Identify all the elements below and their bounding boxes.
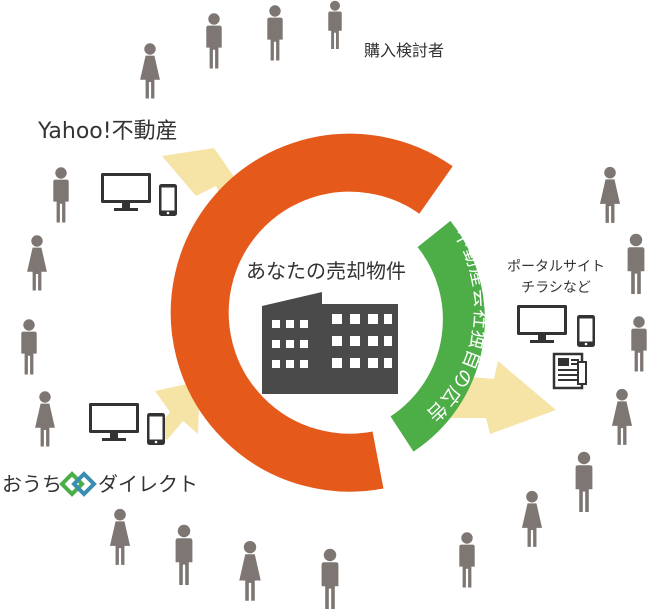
- person-male-icon: [321, 548, 339, 609]
- direct-label: ダイレクト: [98, 472, 198, 496]
- person-male-icon: [175, 524, 193, 585]
- person-female-icon: [109, 508, 131, 565]
- person-female-icon: [140, 43, 160, 99]
- person-female-icon: [35, 391, 55, 447]
- person-male-icon: [21, 319, 37, 375]
- center-title: あなたの売却物件: [246, 259, 406, 283]
- monitor-icon: [89, 403, 139, 441]
- person-female-icon: [521, 490, 543, 547]
- person-female-icon: [611, 388, 633, 445]
- person-male-icon: [631, 316, 647, 372]
- flyers-label: チラシなど: [521, 280, 591, 296]
- person-female-icon: [239, 540, 261, 601]
- ouchi-label: おうち: [2, 472, 62, 496]
- newspaper-icon: [552, 352, 587, 390]
- smartphone-icon: [147, 413, 165, 445]
- arrow-to-ouchi: [155, 381, 200, 440]
- prospective-buyers-label: 購入検討者: [364, 41, 444, 60]
- person-male-icon: [328, 0, 342, 50]
- monitor-icon: [101, 173, 151, 211]
- monitor-icon: [517, 305, 567, 343]
- person-female-icon: [27, 235, 47, 291]
- ouchi-direct-logo-icon: [59, 471, 97, 497]
- smartphone-icon: [159, 184, 177, 216]
- person-male-icon: [53, 167, 69, 223]
- portal-site-label: ポータルサイト: [507, 259, 605, 275]
- smartphone-icon: [577, 315, 595, 347]
- person-male-icon: [206, 13, 222, 69]
- person-male-icon: [267, 5, 283, 61]
- person-male-icon: [575, 451, 593, 512]
- office-building-icon: [262, 292, 398, 394]
- yahoo-realestate-label: Yahoo!不動産: [37, 119, 178, 144]
- person-female-icon: [599, 166, 621, 223]
- orange-ring: [170, 133, 453, 492]
- person-male-icon: [459, 532, 475, 588]
- person-male-icon: [627, 233, 645, 294]
- green-ring: [390, 220, 485, 452]
